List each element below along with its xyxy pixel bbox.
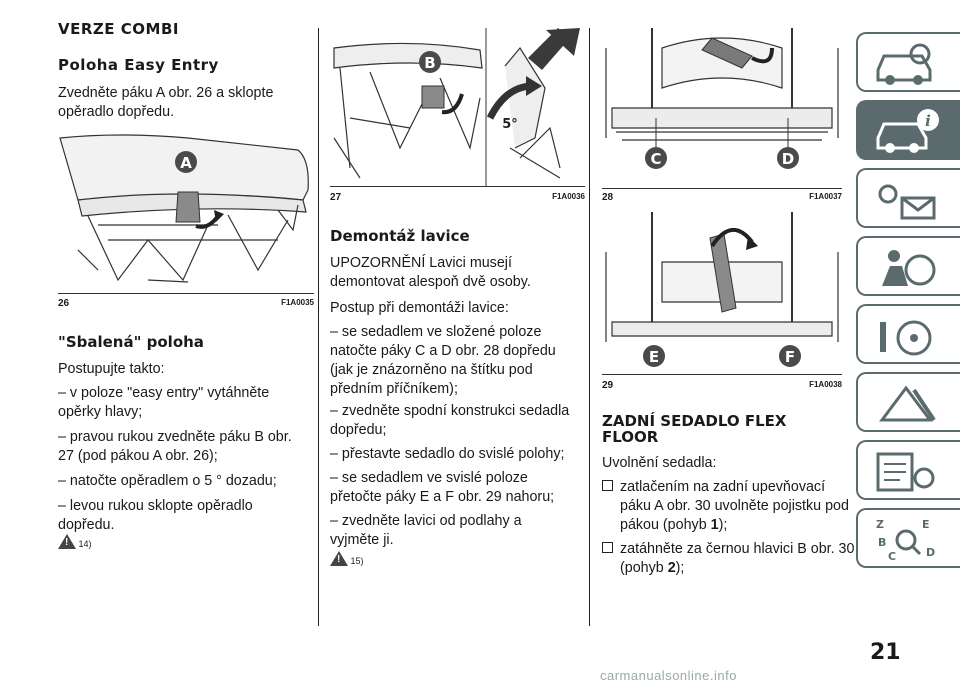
paragraph: Postupujte takto:: [58, 361, 165, 377]
paragraph: – se sedadlem ve svislé poloze přetočte …: [330, 470, 555, 505]
figure-code: F1A0036: [552, 192, 585, 201]
figure-number: 29: [602, 380, 614, 391]
figure-number: 28: [602, 192, 614, 203]
warning-note: 14): [58, 534, 92, 549]
svg-text:Z: Z: [876, 518, 884, 531]
figure-label-f: F: [785, 348, 795, 366]
paragraph: UPOZORNĚNÍ Lavici musejí demontovat ales…: [330, 255, 531, 290]
figure-label-a: A: [180, 154, 192, 172]
paragraph: – se sedadlem ve složené poloze natočte …: [330, 324, 556, 397]
section-title: VERZE COMBI: [58, 20, 179, 38]
heading: ZADNÍ SEDADLO FLEX FLOOR: [602, 412, 787, 446]
heading: "Sbalená" poloha: [58, 333, 204, 351]
warning-light-icon: [878, 184, 936, 220]
figure-27: 5° B: [330, 28, 585, 187]
bullet-item: zatlačením na zadní upevňovací páku A ob…: [602, 478, 860, 535]
paragraph: Zvedněte páku A obr. 26 a sklopte opěrad…: [58, 85, 274, 120]
figure-number: 27: [330, 192, 342, 203]
figure-number: 26: [58, 298, 70, 309]
heading: Demontáž lavice: [330, 227, 470, 245]
warning-icon: [58, 534, 76, 549]
figure-label-c: C: [650, 150, 661, 168]
paragraph: – v poloze "easy entry" vytáhněte opěrky…: [58, 385, 270, 420]
figure-label-d: D: [782, 150, 794, 168]
angle-label: 5°: [502, 117, 518, 132]
watermark: carmanualsonline.info: [600, 668, 737, 683]
svg-text:B: B: [878, 536, 886, 549]
paragraph: – přestavte sedadlo do svislé polohy;: [330, 446, 565, 462]
page-number: 21: [870, 640, 901, 665]
tab-car-info[interactable]: i: [856, 100, 960, 160]
paragraph: – pravou rukou zvedněte páku B obr. 27 (…: [58, 429, 292, 464]
maintenance-icon: [876, 452, 935, 492]
figure-26: A: [58, 130, 314, 294]
column-divider-1: [318, 28, 319, 626]
safety-icon: [882, 250, 936, 286]
paragraph: – natočte opěradlem o 5 ° dozadu;: [58, 473, 277, 489]
emergency-tools-icon: [879, 385, 936, 422]
tab-driving[interactable]: [856, 304, 960, 364]
checkbox-bullet-icon: [602, 480, 613, 491]
paragraph: Uvolnění sedadla:: [602, 455, 717, 471]
figure-label-e: E: [649, 348, 659, 366]
bullet-item: zatáhněte za černou hlavici B obr. 30 (p…: [602, 540, 860, 578]
svg-text:E: E: [922, 518, 930, 531]
car-info-icon: i: [876, 109, 939, 153]
figure-29-caption: 29 F1A0038: [602, 380, 842, 392]
figure-26-caption: 26 F1A0035: [58, 298, 314, 310]
figure-label-b: B: [424, 54, 435, 72]
figure-27-caption: 27 F1A0036: [330, 192, 585, 204]
figure-28-caption: 28 F1A0037: [602, 192, 842, 204]
subsection-title: Poloha Easy Entry: [58, 56, 219, 74]
checkbox-bullet-icon: [602, 542, 613, 553]
warning-icon: [330, 551, 348, 566]
figure-code: F1A0037: [809, 192, 842, 201]
svg-text:D: D: [926, 546, 935, 559]
tab-emergency[interactable]: [856, 372, 960, 432]
alphabetical-index-icon: Z E BC D: [876, 518, 935, 562]
steering-wheel-icon: [880, 320, 932, 356]
paragraph: Postup při demontáži lavice:: [330, 300, 509, 316]
figure-29: E F: [602, 212, 842, 375]
tab-safety[interactable]: [856, 236, 960, 296]
paragraph: – zvedněte spodní konstrukci sedadla dop…: [330, 403, 570, 438]
svg-text:i: i: [925, 112, 931, 130]
paragraph: – zvedněte lavici od podlahy a vyjměte j…: [330, 513, 522, 548]
figure-28: C D: [602, 28, 842, 189]
figure-code: F1A0038: [809, 380, 842, 389]
warning-note: 15): [330, 551, 364, 566]
column-divider-2: [589, 28, 590, 626]
warning-ref: 15): [350, 556, 364, 566]
tab-lights-warning[interactable]: [856, 168, 960, 228]
tab-dashboard[interactable]: [856, 32, 960, 92]
paragraph: – levou rukou sklopte opěradlo dopředu.: [58, 498, 253, 533]
svg-text:C: C: [888, 550, 896, 562]
warning-ref: 14): [78, 539, 92, 549]
figure-code: F1A0035: [281, 298, 314, 307]
car-dashboard-icon: [876, 43, 932, 85]
tab-maintenance[interactable]: [856, 440, 960, 500]
